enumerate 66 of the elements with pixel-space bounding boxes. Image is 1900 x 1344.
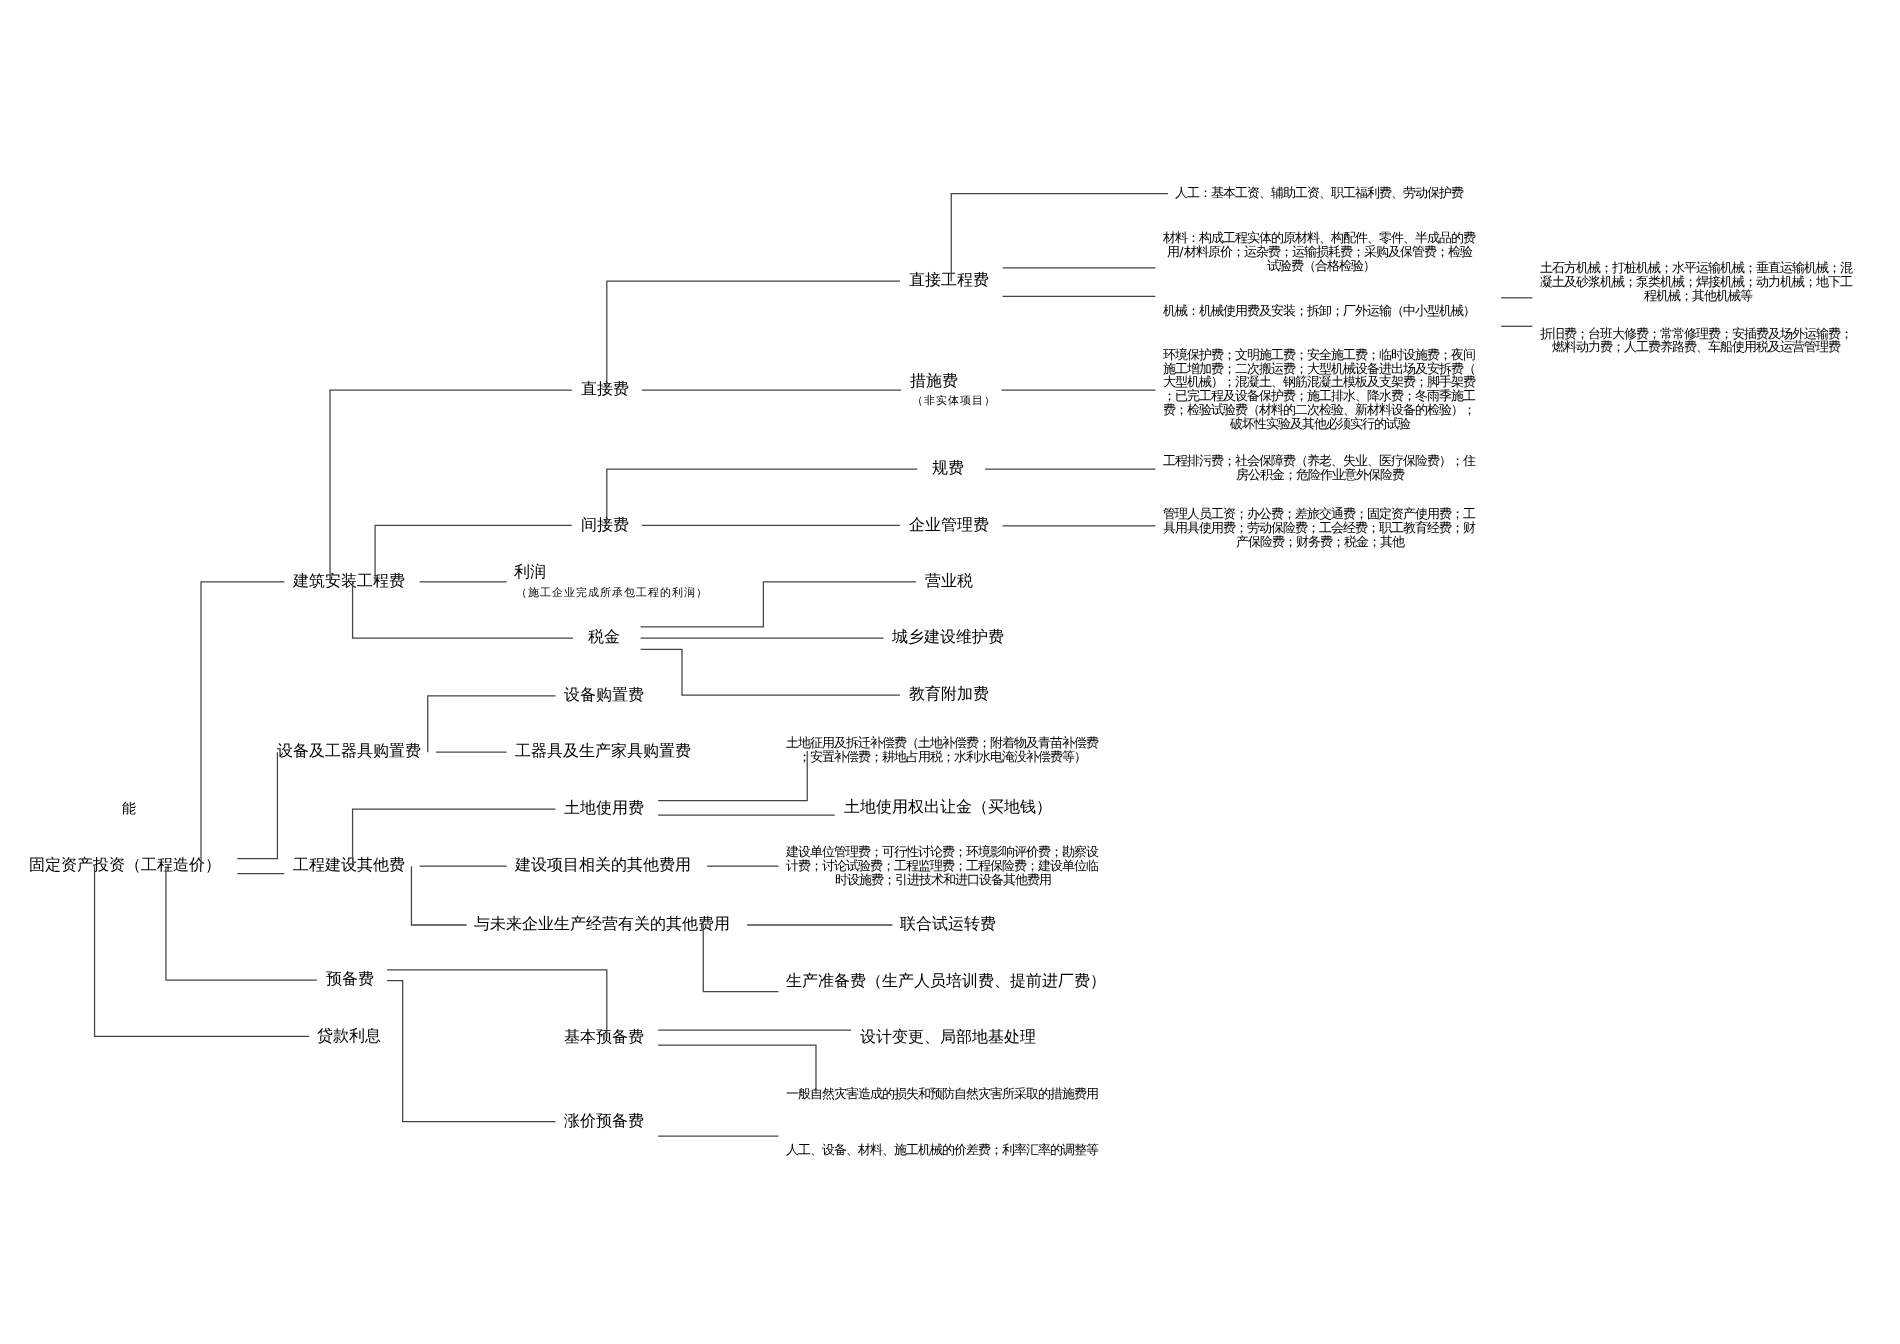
node-text: 固定资产投资（工程造价） — [29, 854, 222, 875]
node-text: 建设项目相关的其他费用 — [515, 854, 692, 875]
node-text: 基本预备费 — [564, 1025, 645, 1046]
connector — [427, 695, 557, 753]
connector — [641, 524, 901, 527]
connector — [1500, 297, 1534, 299]
connector — [606, 468, 919, 527]
node-text: 间接费 — [580, 513, 629, 534]
connector — [236, 873, 285, 875]
connector — [706, 865, 780, 867]
connector — [200, 581, 285, 867]
connector — [1500, 325, 1534, 327]
connector — [640, 648, 901, 696]
connector — [641, 389, 902, 391]
node-text: 涨价预备费 — [564, 1109, 645, 1130]
connector — [351, 808, 557, 867]
node-text: 利润 — [514, 561, 547, 582]
node-text: 营业税 — [924, 570, 973, 591]
connector — [374, 524, 573, 583]
connector — [386, 980, 557, 1123]
node-text: 土地使用费 — [564, 796, 645, 817]
connector — [386, 969, 608, 1039]
connector — [236, 751, 279, 860]
connector — [165, 865, 318, 981]
connector — [418, 865, 508, 867]
connector — [984, 468, 1157, 470]
connector — [950, 192, 1169, 282]
connector — [93, 865, 310, 1038]
connector — [418, 581, 508, 583]
connector — [657, 1044, 817, 1095]
node-text: 工器具及生产家具购置费 — [515, 740, 692, 761]
connector — [746, 924, 893, 926]
connector — [1001, 525, 1157, 527]
connector — [1000, 389, 1157, 391]
node-text: 直接费 — [580, 378, 629, 399]
node-text: 教育附加费 — [908, 682, 989, 703]
connector — [640, 581, 917, 628]
connector — [657, 814, 836, 816]
connector — [351, 581, 574, 639]
node-text: 设计变更、局部地基处理 — [859, 1025, 1036, 1046]
node-text: 联合试运转费 — [899, 913, 996, 934]
node-text: 措施费 — [909, 369, 958, 390]
node-text: 建筑安装工程费 — [293, 570, 406, 591]
connector — [702, 924, 780, 993]
connector — [435, 751, 508, 753]
node-text: 设备购置费 — [564, 684, 645, 705]
connector — [1001, 295, 1157, 297]
node-text: 与未来企业生产经营有关的其他费用 — [474, 913, 731, 934]
node-text: 生产准备费（生产人员培训费、提前进厂费） — [785, 969, 1106, 990]
connector — [1001, 267, 1157, 269]
connector — [657, 1135, 780, 1137]
node-text: 预备费 — [325, 968, 374, 989]
connector — [640, 637, 885, 639]
connector — [329, 389, 573, 583]
node-text: 土地使用权出让金（买地钱） — [843, 795, 1052, 816]
node-text: 企业管理费 — [908, 513, 989, 534]
node-text: 规费 — [932, 457, 965, 478]
node-text: 直接工程费 — [908, 269, 989, 290]
connector — [657, 1029, 852, 1031]
connector — [606, 280, 901, 391]
node-text: 税金 — [588, 626, 621, 647]
node-text: 设备及工器具购置费 — [276, 740, 421, 761]
node-text: 贷款利息 — [316, 1024, 381, 1045]
connector — [410, 865, 468, 926]
node-text: 城乡建设维护费 — [892, 626, 1005, 647]
connector — [657, 750, 808, 802]
